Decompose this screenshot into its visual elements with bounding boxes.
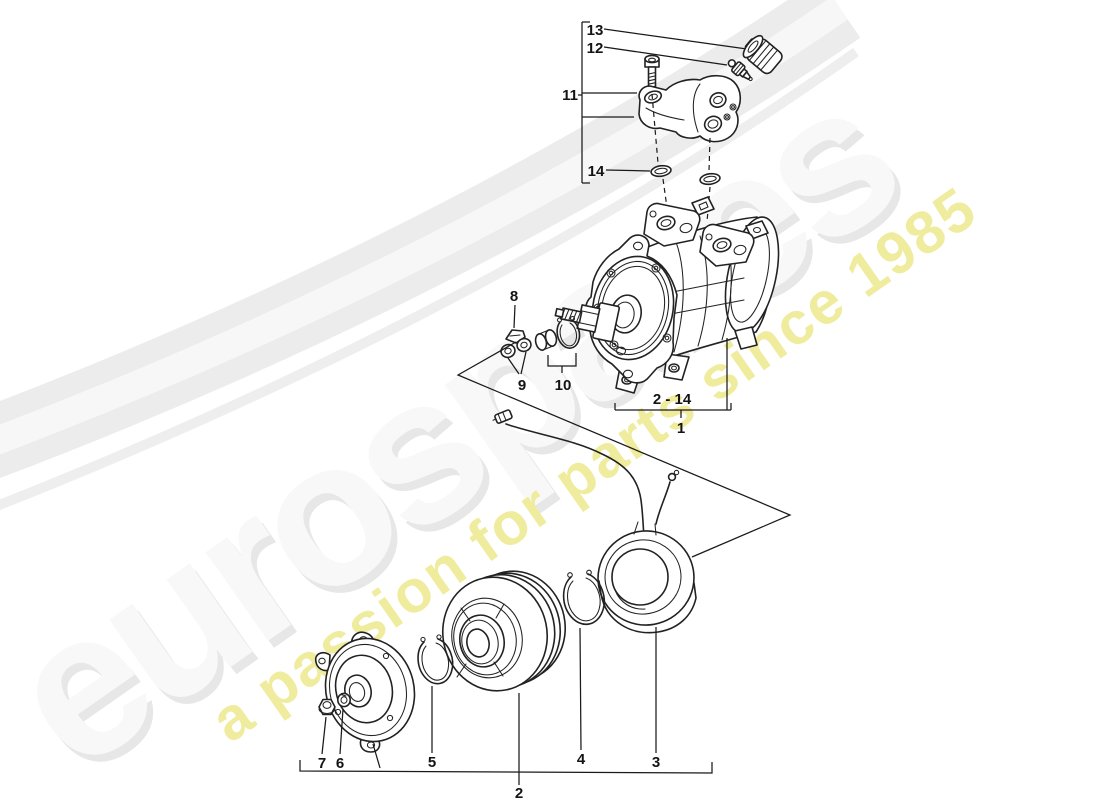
callout-6: 6 — [336, 755, 344, 772]
coil-wire-harness — [492, 409, 680, 537]
callout-14: 14 — [588, 163, 605, 180]
mounting-bracket — [638, 74, 742, 143]
compressor-group-bracket — [614, 338, 732, 418]
pulley — [441, 570, 567, 692]
spacer-and-snap-ring — [534, 315, 581, 373]
bottom-callout-bracket — [299, 627, 713, 785]
callout-labels: 13 12 11 14 8 9 10 2 - 14 1 7 6 5 2 4 3 — [318, 22, 692, 800]
snap-ring-5 — [417, 634, 454, 685]
hex-bolt — [644, 54, 660, 93]
callout-2-14: 2 - 14 — [653, 391, 692, 408]
callout-5: 5 — [428, 754, 436, 771]
callout-13: 13 — [587, 22, 604, 39]
compressor — [554, 196, 780, 394]
callout-11: 11 — [562, 87, 578, 104]
callout-9: 9 — [518, 377, 526, 394]
callout-10: 10 — [555, 377, 572, 394]
lock-washer — [336, 692, 351, 708]
service-valve-cap — [742, 34, 783, 75]
callout-3: 3 — [652, 754, 660, 771]
callout-8: 8 — [510, 288, 518, 305]
top-callout-bracket — [578, 21, 755, 184]
field-coil — [597, 521, 697, 634]
callout-2: 2 — [515, 785, 523, 800]
hex-nut — [318, 698, 336, 716]
callout-7: 7 — [318, 755, 326, 772]
assembly-locator-line — [456, 341, 792, 558]
callout-4: 4 — [577, 751, 586, 768]
callout-12: 12 — [587, 40, 604, 57]
clutch-plate — [314, 631, 416, 753]
callout-1: 1 — [677, 420, 685, 437]
o-ring-pair — [650, 164, 721, 186]
snap-ring-4 — [562, 569, 605, 626]
valve-core — [727, 59, 753, 82]
assembly-dashed-lines — [651, 93, 711, 223]
compressor-shaft — [554, 302, 621, 343]
